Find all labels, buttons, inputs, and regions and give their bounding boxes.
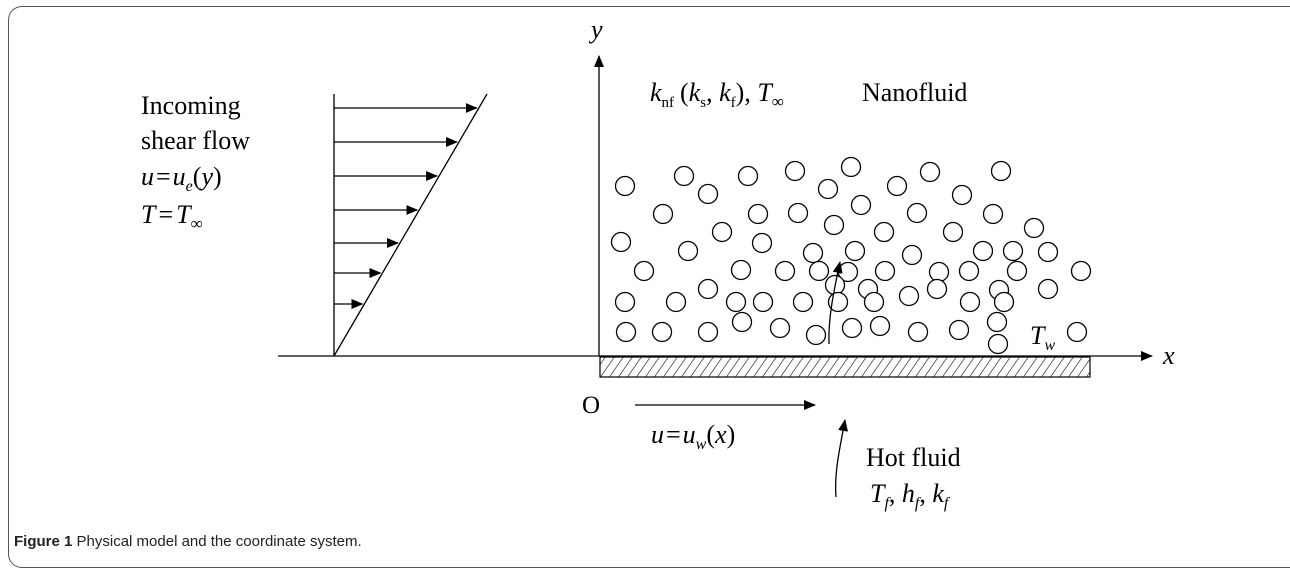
nanoparticle <box>1006 260 1028 282</box>
nanoparticle <box>614 291 636 313</box>
nanoparticle <box>651 321 673 343</box>
nanoparticle <box>919 161 941 183</box>
nanoparticle <box>652 203 674 225</box>
nanoparticle <box>874 260 896 282</box>
nanoparticle <box>987 333 1009 355</box>
nanoparticle <box>898 285 920 307</box>
nanoparticle <box>840 156 862 178</box>
nanoparticle <box>730 259 752 281</box>
nanoparticle <box>697 183 719 205</box>
nanoparticle <box>808 260 830 282</box>
nanoparticle <box>725 291 747 313</box>
nanoparticle <box>907 321 929 343</box>
nanoparticle <box>841 317 863 339</box>
nanoparticle <box>774 260 796 282</box>
hatched-wall <box>599 356 1091 378</box>
nanoparticle <box>802 242 824 264</box>
nanofluid-label: Nanofluid <box>862 78 967 107</box>
velocity-inflow-eq: u=ue(y) <box>141 162 222 195</box>
nanoparticle <box>906 202 928 224</box>
nanoparticle <box>993 291 1015 313</box>
conductivity-eq: knf(ks, kf), T∞ <box>650 78 784 111</box>
wall-velocity-eq: u=uw(x) <box>651 420 735 453</box>
nanoparticle <box>986 311 1008 333</box>
nanoparticle <box>1037 241 1059 263</box>
nanoparticle <box>665 291 687 313</box>
incoming-label-1: Incoming <box>141 91 241 120</box>
nanoparticle <box>1037 278 1059 300</box>
nanoparticle <box>901 244 923 266</box>
hot-fluid-label: Hot fluid <box>866 443 961 472</box>
wall-temperature-eq: Tw <box>1030 321 1055 354</box>
nanoparticle <box>951 184 973 206</box>
nanoparticle <box>697 321 719 343</box>
nanoparticles <box>610 156 1092 355</box>
nanoparticle <box>817 178 839 200</box>
nanoparticle <box>958 260 980 282</box>
incoming-label-2: shear flow <box>141 126 250 155</box>
nanoparticle <box>805 324 827 346</box>
nanoparticle <box>982 203 1004 225</box>
nanoparticle <box>972 240 994 262</box>
hot-fluid-props-eq: Tf, hf, kf <box>870 479 951 512</box>
nanoparticle <box>769 317 791 339</box>
heat-arrow-inner <box>828 261 843 345</box>
nanoparticle <box>677 240 699 262</box>
nanoparticle <box>928 261 950 283</box>
nanoparticle <box>792 291 814 313</box>
nanoparticle <box>673 165 695 187</box>
nanoparticle <box>863 291 885 313</box>
nanoparticle <box>615 321 637 343</box>
nanoparticle <box>869 315 891 337</box>
nanoparticle <box>886 175 908 197</box>
nanoparticle <box>926 278 948 300</box>
nanoparticle <box>614 175 636 197</box>
nanoparticle <box>873 221 895 243</box>
nanoparticle <box>731 311 753 333</box>
nanoparticle <box>633 260 655 282</box>
nanoparticle <box>1023 217 1045 239</box>
y-axis-label: y <box>588 15 603 44</box>
nanoparticle <box>942 221 964 243</box>
origin-label: O <box>582 392 600 419</box>
caption-label: Figure 1 <box>14 533 73 550</box>
heat-arrow-hot <box>834 419 848 498</box>
nanoparticle <box>610 231 632 253</box>
nanoparticle <box>737 165 759 187</box>
nanoparticle <box>752 291 774 313</box>
nanoparticle <box>1066 321 1088 343</box>
nanoparticle <box>787 202 809 224</box>
nanoparticle <box>747 203 769 225</box>
velocity-profile-arrows <box>334 103 478 309</box>
nanoparticle <box>711 221 733 243</box>
temperature-inflow-eq: T=T∞ <box>141 200 203 233</box>
nanoparticle <box>751 232 773 254</box>
x-axis-label: x <box>1162 341 1175 370</box>
nanoparticle <box>823 214 845 236</box>
nanoparticle <box>1002 240 1024 262</box>
nanoparticle <box>697 278 719 300</box>
nanoparticle <box>844 240 866 262</box>
nanoparticle <box>948 319 970 341</box>
profile-diagonal <box>333 93 488 357</box>
nanoparticle <box>959 291 981 313</box>
nanoparticle <box>850 194 872 216</box>
nanoparticle <box>784 160 806 182</box>
figure-caption: Figure 1 Physical model and the coordina… <box>14 533 362 550</box>
nanoparticle <box>990 160 1012 182</box>
nanoparticle <box>1070 260 1092 282</box>
caption-text: Physical model and the coordinate system… <box>76 533 362 550</box>
